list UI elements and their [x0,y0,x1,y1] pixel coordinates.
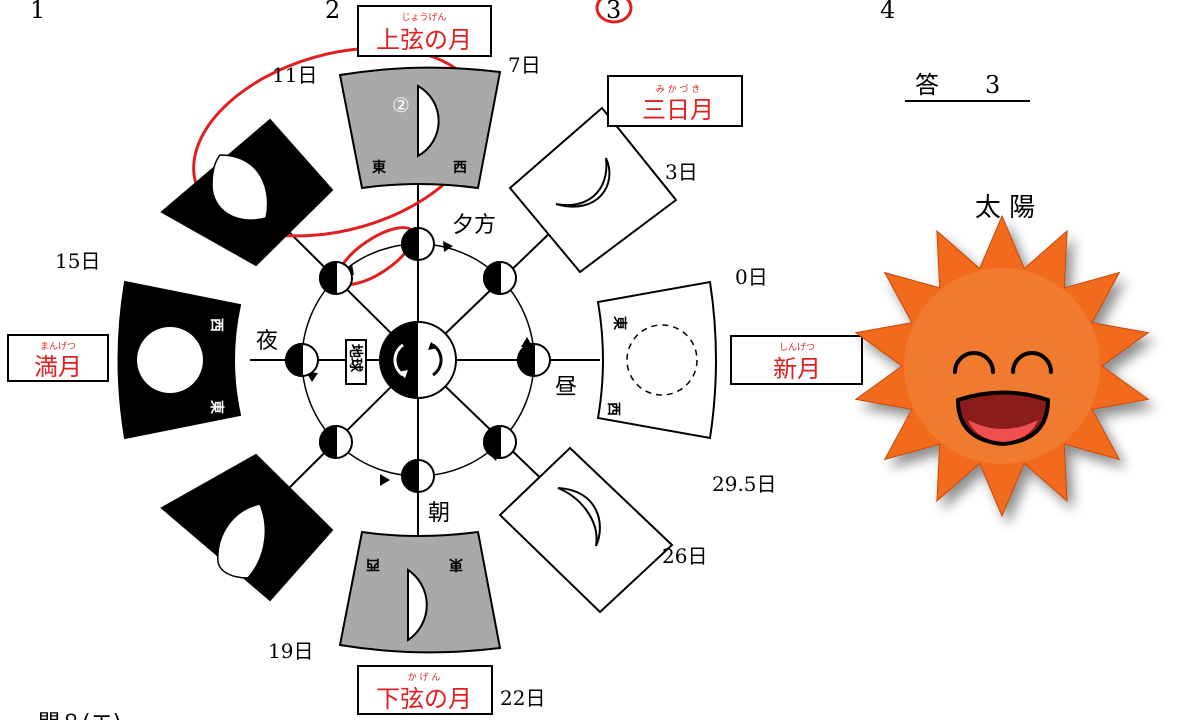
sun-label: 太 陽 [975,193,1035,223]
orbit-moon-upper-right [483,260,517,296]
panel-waning-crescent [498,446,674,614]
box-first-quarter: じょうげん 上弦の月 [357,5,492,57]
panel-first-quarter: ② 東 西 [338,66,502,190]
text-full: 満月 [34,353,82,381]
question-label: 問８(エ) [38,711,121,720]
earth [379,321,457,399]
answer-label: 答 [915,71,939,99]
panel-new-moon: 東 西 [596,280,717,440]
text-third-quarter: 下弦の月 [376,685,472,713]
text-new: 新月 [773,355,821,383]
east-label-bottom: 東 [449,556,463,573]
option-number-3: 3 [606,0,621,24]
label-morning: 朝 [428,501,450,526]
ruby-third-quarter: か げ ん [408,672,441,683]
east-label-right: 東 [611,316,628,330]
panel-waxing-gibbous [160,118,334,267]
orbit-moon-upper-left [319,260,353,296]
panel-full-moon: 西 東 [117,280,242,440]
label-night: 夜 [256,329,278,354]
ruby-first-quarter: じょうげん [401,12,446,23]
box-third-quarter: か げ ん 下弦の月 [357,665,493,715]
label-evening: 夕方 [452,213,496,238]
east-label-top: 東 [372,159,386,176]
west-label-left: 西 [208,318,224,332]
box-crescent: み か づ き 三日月 [607,75,743,127]
sun-left-eye [953,351,995,374]
orbit-moon-night [285,342,319,378]
answer-value: 3 [985,71,1000,99]
orbit-moon-noon [517,342,551,378]
orbit-moon-lower-right [483,424,517,460]
orbit-moon-morning [401,458,435,494]
panel-crescent [508,106,678,274]
ruby-crescent: み か づ き [656,84,701,95]
day-label-15: 15日 [55,249,100,273]
text-crescent: 三日月 [642,96,714,124]
orbit-moon-evening [401,226,435,262]
option-number-1: 1 [30,0,45,24]
box-full-moon: まんげつ 満月 [7,334,109,382]
west-label-top: 西 [453,160,467,176]
sun-tongue [968,420,1038,442]
sun-right-eye [1011,351,1053,374]
panel-third-quarter: 西 東 [338,530,502,654]
day-label-22: 22日 [500,686,545,710]
ruby-full: まんげつ [40,341,76,352]
option-number-4: 4 [880,0,895,24]
day-label-3: 3日 [665,160,698,184]
day-label-26: 26日 [662,544,707,568]
orbit-moon-lower-left [319,424,353,460]
day-label-19: 19日 [268,639,313,663]
text-first-quarter: 上弦の月 [376,26,472,54]
sun-face [904,268,1100,464]
day-label-0: 0日 [735,265,768,289]
selected-option-circle [595,0,633,24]
label-noon: 昼 [555,375,577,400]
east-label-left: 東 [208,400,225,414]
box-new-moon: しんげつ 新月 [730,335,863,385]
earth-label-box [345,339,367,385]
ruby-new: しんげつ [779,342,815,353]
panel-waning-gibbous [160,453,334,602]
orbit-moons [285,226,551,494]
west-label-right: 西 [605,402,621,416]
day-label-11: 11日 [272,63,317,87]
earth-label: 地球 [347,344,364,373]
day-label-7: 7日 [508,53,541,77]
sun-illustration [854,214,1150,518]
west-label-bottom: 西 [366,556,380,572]
option-number-2: 2 [325,0,340,24]
circled-two: ② [392,93,410,117]
day-label-29: 29.5日 [712,472,777,496]
